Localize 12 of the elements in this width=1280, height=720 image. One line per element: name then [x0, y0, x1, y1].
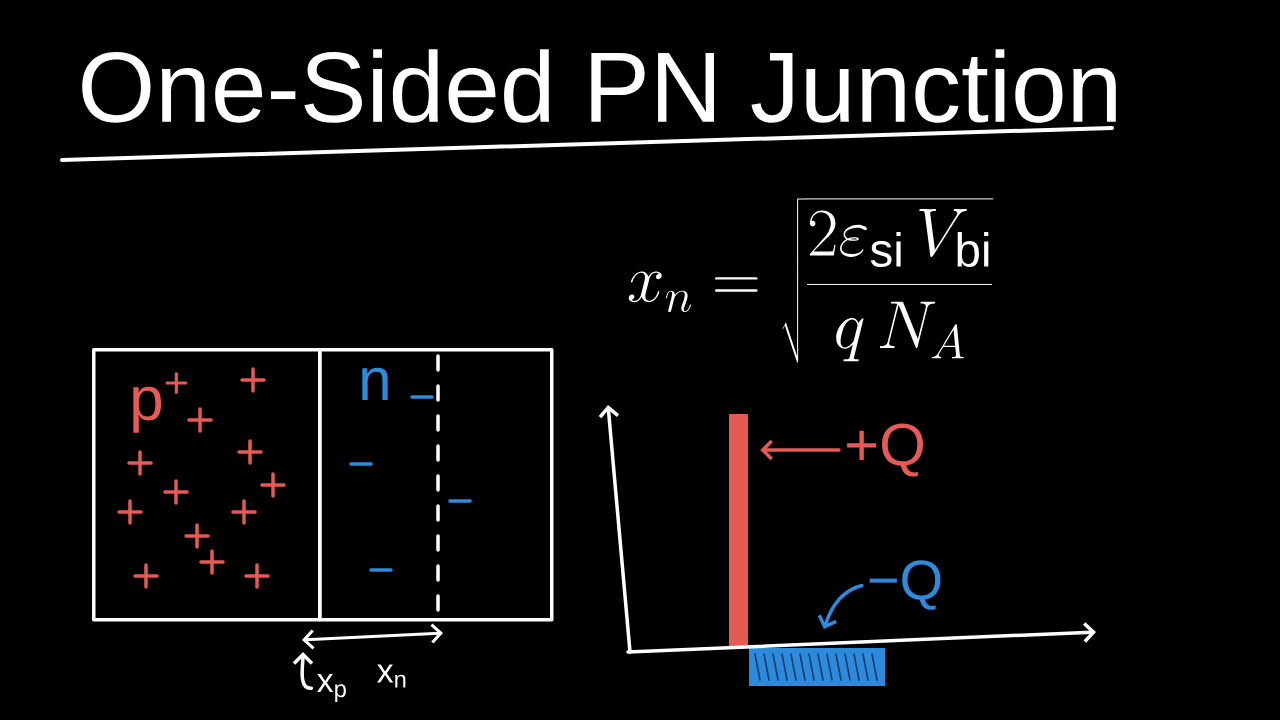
- formula: $x_n = \sqrt{\frac{2\varepsilon_{\mathrm{si}}\, V_{\mathrm{bi}}}{q\, N_A}}$: [628, 198, 994, 363]
- leader-arrow: [817, 583, 864, 629]
- hatched-block: [749, 648, 885, 686]
- charge-bar: [729, 414, 748, 648]
- charge-label: −Q: [869, 560, 941, 610]
- dimension-label: x$_{n}$: [377, 664, 406, 688]
- title: One-Sided PN Junction: [82, 49, 1116, 123]
- dimension-label: x$_{p}$: [317, 674, 346, 702]
- charge-label: +Q: [847, 423, 923, 477]
- leader-arrow: [760, 439, 841, 461]
- region-box: p$^{+}$: [92, 348, 322, 622]
- region-box: n: [318, 348, 554, 622]
